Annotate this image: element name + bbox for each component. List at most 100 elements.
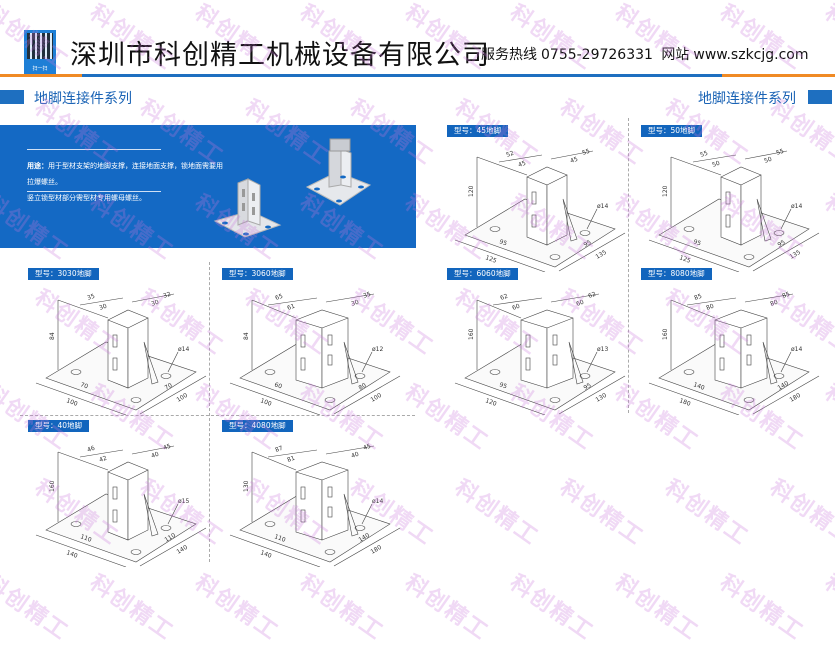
dim-hole-diameter: ø12 — [372, 346, 383, 353]
extension-line — [476, 156, 528, 176]
slot — [327, 486, 333, 498]
leader-line-hole — [586, 208, 598, 230]
header-rule-orange-left — [0, 74, 82, 77]
product-photo-bracket — [213, 178, 282, 238]
watermark-text: 科创精工 — [555, 475, 649, 551]
slot — [746, 354, 752, 366]
mounting-hole — [354, 525, 366, 531]
dimension-line-base-right — [139, 375, 207, 415]
watermark-text: 科创精工 — [715, 570, 809, 646]
gusset — [762, 341, 778, 385]
slot — [300, 509, 306, 523]
column-face-right — [740, 174, 762, 246]
leader-line-hole — [167, 351, 179, 373]
slot — [525, 357, 531, 371]
dim-height: 84 — [243, 332, 250, 340]
gusset — [143, 493, 159, 537]
mounting-hole — [579, 373, 591, 379]
mounting-hole — [683, 226, 695, 232]
gusset — [343, 341, 359, 385]
column-top — [526, 166, 568, 178]
dim-side-inner: 30 — [150, 299, 160, 308]
column-face-right — [546, 317, 574, 389]
usage-text: 用途：用于型材支架的地脚支撑，连接地面支撑，锁地面需要用拉爆螺丝。 竖立锁型材部… — [27, 158, 227, 206]
extension-line — [670, 299, 716, 319]
dimension-line-top — [686, 297, 737, 306]
mounting-hole — [743, 254, 755, 260]
slot — [531, 191, 537, 205]
dimension-line-side — [325, 445, 375, 455]
watermark-text: 科创精工 — [85, 570, 179, 646]
dim-hole-diameter: ø14 — [791, 346, 802, 353]
dim-base-left: 125 — [484, 254, 497, 265]
usage-line-2: 竖立锁型材部分需型材专用螺母螺丝。 — [27, 194, 146, 202]
slot — [300, 357, 306, 371]
dim-side-inner: 50 — [763, 156, 773, 165]
dim-inner-right: 140 — [777, 380, 791, 392]
column-face-right — [740, 317, 768, 389]
slot — [112, 509, 118, 523]
watermark-text: 科创精工 — [0, 570, 74, 646]
dim-hole-diameter: ø13 — [597, 346, 608, 353]
column-face-right — [321, 469, 349, 541]
slot — [719, 357, 725, 371]
column-face-left — [520, 319, 548, 389]
slot — [327, 354, 333, 366]
dimension-line-base-right — [139, 527, 207, 567]
model-label: 型号：3030地脚 — [28, 268, 99, 280]
gusset — [756, 198, 772, 242]
dim-base-left: 100 — [65, 397, 78, 408]
dim-inner-left: 110 — [273, 533, 286, 544]
dim-hole-diameter: ø14 — [178, 346, 189, 353]
dim-top-inner: 42 — [98, 455, 108, 464]
dim-top-inner: 60 — [511, 303, 521, 312]
dim-height: 120 — [468, 185, 475, 197]
dim-side-inner: 40 — [350, 451, 360, 460]
mounting-hole — [324, 397, 336, 403]
dimension-line-side — [550, 293, 600, 303]
gusset — [562, 198, 578, 242]
dim-side-outer: 45 — [362, 443, 372, 452]
extension-line — [670, 156, 722, 176]
watermark-text: 科创精工 — [660, 475, 754, 551]
slot — [525, 334, 531, 348]
dim-base-right: 130 — [595, 392, 609, 404]
column-top — [295, 309, 349, 321]
dim-height: 160 — [468, 328, 475, 340]
model-label: 型号：8080地脚 — [641, 268, 712, 280]
dimension-line-side — [744, 293, 794, 303]
column-top — [107, 309, 149, 321]
dimension-line-base-left — [35, 534, 127, 567]
slot — [552, 354, 558, 366]
column-face-left — [526, 176, 548, 246]
watermark-text: 科创精工 — [610, 570, 704, 646]
dim-base-left: 120 — [484, 397, 497, 408]
gusset — [343, 493, 359, 537]
mounting-hole — [324, 549, 336, 555]
dimension-line-base-left — [229, 534, 321, 567]
dim-inner-right: 110 — [164, 532, 178, 544]
header-rule-blue — [82, 74, 722, 77]
website-url[interactable]: www.szkcjg.com — [693, 47, 809, 63]
section-title-right: 地脚连接件系列 — [690, 88, 835, 107]
dim-side-inner: 45 — [569, 156, 579, 165]
dim-side-outer: 35 — [362, 291, 372, 300]
dim-side-outer: 55 — [581, 148, 591, 157]
dim-base-right: 135 — [595, 249, 609, 261]
dimension-line-top — [267, 297, 318, 306]
divider — [209, 262, 210, 562]
header-rule-orange-right — [722, 74, 835, 77]
mounting-hole — [489, 369, 501, 375]
dimension-line-top — [498, 154, 543, 163]
company-name: 深圳市科创精工机械设备有限公司 — [70, 40, 490, 71]
dimension-line-base-right — [752, 375, 820, 415]
dim-top-inner: 50 — [711, 160, 721, 169]
dim-base-right: 140 — [176, 544, 190, 556]
